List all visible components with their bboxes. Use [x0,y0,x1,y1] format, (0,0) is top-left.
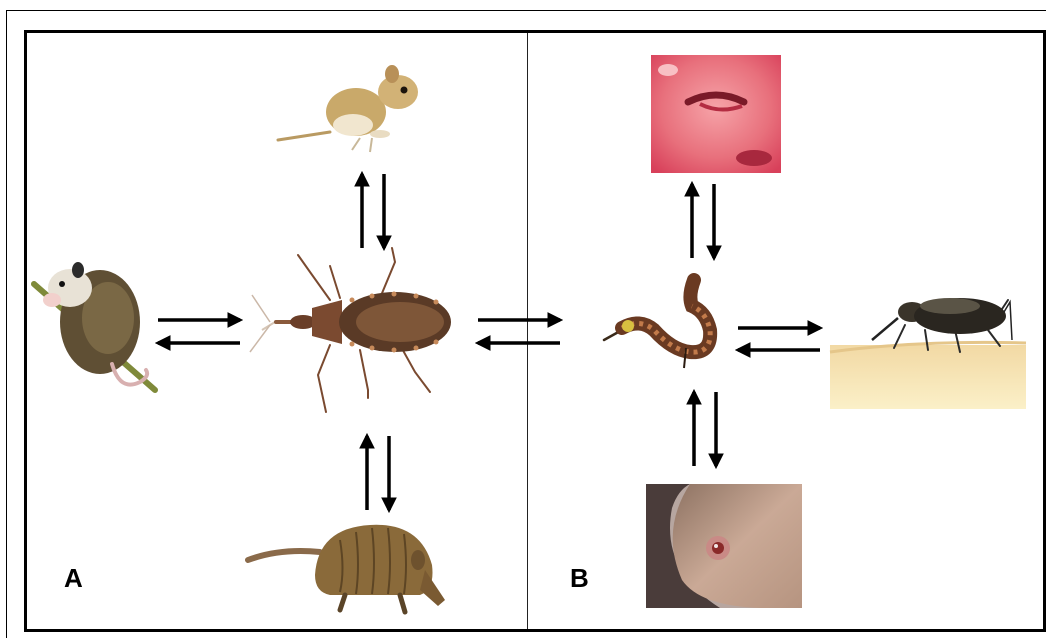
opossum-photo [34,262,155,390]
panel-b-label: B [570,563,589,594]
gerbil-photo [278,65,418,152]
armadillo-photo [248,525,445,612]
chagoma-skin-lesion-photo [646,484,802,608]
curled-bug-photo [604,280,710,368]
arrows-bug-lesion [694,392,716,466]
arrows-between-panels [478,320,560,343]
triatomine-bug-photo [250,248,451,412]
arrows-bug-armadillo [367,436,389,510]
arrows-gerbil-bug [362,174,384,248]
arrows-bug-hand [738,328,820,350]
arrows-face-bug [692,184,714,258]
panel-a-label: A [64,563,83,594]
romana-sign-eye-photo [651,55,781,173]
bug-feeding-on-hand-photo [830,298,1026,409]
arrows-opossum-bug [158,320,240,343]
